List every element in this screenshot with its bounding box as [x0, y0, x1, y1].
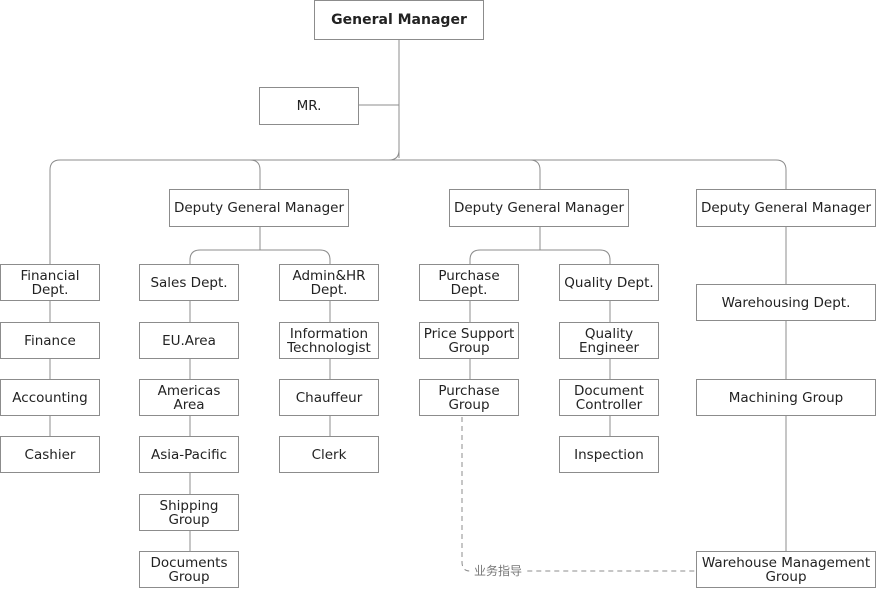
americas-area-box: Americas Area — [139, 379, 239, 416]
deputy-manager-1-label: Deputy General Manager — [173, 200, 345, 216]
general-manager-box: General Manager — [314, 0, 484, 40]
connector-admin-corner — [319, 249, 331, 264]
eu-area-label: EU.Area — [162, 332, 216, 349]
connector-guidance-dashed — [461, 417, 697, 572]
quality-engineer-label: Quality Engineer — [578, 325, 640, 356]
information-technologist-box: Information Technologist — [279, 322, 379, 359]
shipping-group-label: Shipping Group — [159, 497, 219, 528]
sales-dept-box: Sales Dept. — [139, 264, 239, 301]
deputy-manager-3-box: Deputy General Manager — [696, 189, 876, 227]
mr-label: MR. — [296, 98, 322, 114]
connector-bus-left-join — [249, 159, 261, 171]
purchase-group-label: Purchase Group — [438, 382, 500, 413]
sales-dept-label: Sales Dept. — [150, 274, 228, 291]
chauffeur-label: Chauffeur — [295, 389, 363, 406]
connector-sales-corner — [189, 249, 201, 264]
documents-group-label: Documents Group — [150, 554, 228, 585]
purchase-dept-box: Purchase Dept. — [419, 264, 519, 301]
admin-hr-dept-label: Admin&HR Dept. — [292, 267, 366, 298]
document-controller-label: Document Controller — [574, 382, 644, 413]
cashier-box: Cashier — [0, 436, 100, 473]
clerk-box: Clerk — [279, 436, 379, 473]
price-support-group-label: Price Support Group — [423, 325, 515, 356]
eu-area-box: EU.Area — [139, 322, 239, 359]
connector-quality-corner — [599, 249, 611, 264]
shipping-group-box: Shipping Group — [139, 494, 239, 531]
financial-dept-label: Financial Dept. — [20, 267, 80, 298]
guidance-label: 业务指导 — [471, 564, 526, 578]
document-controller-box: Document Controller — [559, 379, 659, 416]
deputy-manager-3-label: Deputy General Manager — [700, 200, 872, 216]
connector-purchase-corner — [469, 249, 481, 264]
connector-gm-join — [388, 149, 400, 161]
admin-hr-dept-box: Admin&HR Dept. — [279, 264, 379, 301]
information-technologist-label: Information Technologist — [287, 325, 371, 356]
cashier-label: Cashier — [24, 446, 76, 463]
machining-group-label: Machining Group — [728, 389, 844, 406]
deputy-manager-2-label: Deputy General Manager — [453, 200, 625, 216]
americas-area-label: Americas Area — [157, 382, 221, 413]
warehouse-management-group-box: Warehouse Management Group — [696, 551, 876, 588]
connector-bus-right-join — [529, 159, 541, 171]
warehousing-dept-label: Warehousing Dept. — [721, 294, 851, 311]
deputy-manager-1-box: Deputy General Manager — [169, 189, 349, 227]
quality-dept-box: Quality Dept. — [559, 264, 659, 301]
machining-group-box: Machining Group — [696, 379, 876, 416]
warehouse-management-group-label: Warehouse Management Group — [701, 554, 871, 585]
connector-deputy-3-corner — [775, 159, 787, 171]
mr-box: MR. — [259, 87, 359, 125]
clerk-label: Clerk — [311, 446, 347, 463]
connector-financial-corner — [49, 159, 61, 171]
documents-group-box: Documents Group — [139, 551, 239, 588]
warehousing-dept-box: Warehousing Dept. — [696, 284, 876, 321]
accounting-box: Accounting — [0, 379, 100, 416]
deputy-manager-2-box: Deputy General Manager — [449, 189, 629, 227]
quality-dept-label: Quality Dept. — [564, 274, 654, 291]
accounting-label: Accounting — [12, 389, 88, 406]
inspection-label: Inspection — [574, 446, 644, 463]
financial-dept-box: Financial Dept. — [0, 264, 100, 301]
purchase-group-box: Purchase Group — [419, 379, 519, 416]
price-support-group-box: Price Support Group — [419, 322, 519, 359]
finance-box: Finance — [0, 322, 100, 359]
finance-label: Finance — [24, 332, 76, 349]
chauffeur-box: Chauffeur — [279, 379, 379, 416]
general-manager-label: General Manager — [331, 12, 467, 28]
asia-pacific-box: Asia-Pacific — [139, 436, 239, 473]
purchase-dept-label: Purchase Dept. — [438, 267, 500, 298]
asia-pacific-label: Asia-Pacific — [150, 446, 228, 463]
quality-engineer-box: Quality Engineer — [559, 322, 659, 359]
inspection-box: Inspection — [559, 436, 659, 473]
